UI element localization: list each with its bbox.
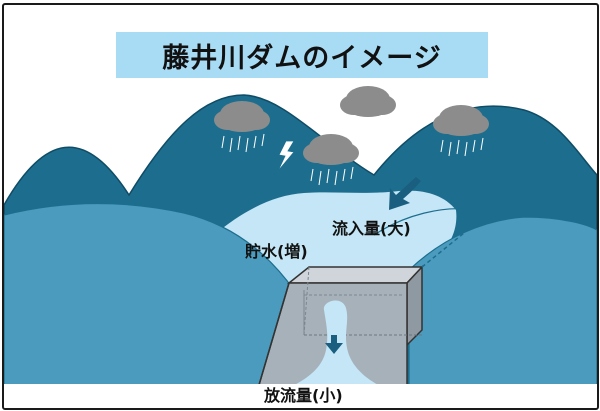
cloud-rain-icon [303, 134, 359, 186]
front-hill-right [408, 216, 597, 408]
hill-ridge-right [373, 208, 475, 236]
outflow-arrow-icon [325, 335, 343, 354]
outflow-label: 放流量(小) [263, 386, 343, 405]
title-banner: 藤井川ダムのイメージ [116, 32, 488, 78]
inflow-arrow-icon [389, 177, 421, 210]
cloud-rain-icon [433, 105, 489, 157]
cloud-rain-icon [214, 101, 270, 153]
storage-label: 貯水(増) [245, 242, 308, 261]
lightning-icon [277, 140, 295, 172]
front-hill-left [4, 202, 295, 408]
caption-band [4, 384, 597, 408]
inflow-label: 流入量(大) [332, 219, 411, 238]
cloud-rain-icon [340, 86, 396, 138]
diagram-frame: 流入量(大) 貯水(増) 放流量(小) 藤井川ダムのイメージ [2, 3, 599, 410]
page-title: 藤井川ダムのイメージ [162, 42, 442, 74]
dam-scene: 流入量(大) 貯水(増) 放流量(小) [4, 86, 597, 408]
